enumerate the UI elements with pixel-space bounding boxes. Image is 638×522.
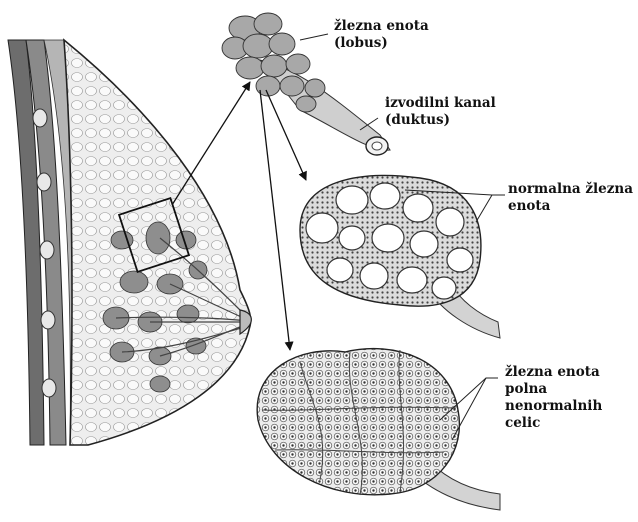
arrow-to-lobe bbox=[172, 82, 250, 205]
label-normal-lobe: normalna žlezna enota bbox=[508, 181, 633, 215]
label-abnormal-line2: polna bbox=[505, 381, 602, 398]
label-duct: izvodilni kanal (duktus) bbox=[385, 95, 496, 129]
label-normal-line2: enota bbox=[508, 198, 633, 215]
label-lobe: žlezna enota (lobus) bbox=[334, 18, 429, 52]
label-abnormal-line1: žlezna enota bbox=[505, 364, 602, 381]
label-duct-line2: (duktus) bbox=[385, 112, 496, 129]
label-abnormal-lobe: žlezna enota polna nenormalnih celic bbox=[505, 364, 602, 432]
label-lobe-line1: žlezna enota bbox=[334, 18, 429, 35]
label-normal-line1: normalna žlezna bbox=[508, 181, 633, 198]
label-lobe-line2: (lobus) bbox=[334, 35, 429, 52]
normal-lobe-illustration bbox=[300, 176, 500, 338]
abnormal-lobe-illustration bbox=[257, 349, 500, 510]
label-abnormal-line4: celic bbox=[505, 415, 602, 432]
label-abnormal-line3: nenormalnih bbox=[505, 398, 602, 415]
label-duct-line1: izvodilni kanal bbox=[385, 95, 496, 112]
arrow-to-abnormal-lobe bbox=[260, 90, 290, 350]
breast-cross-section bbox=[8, 40, 251, 445]
